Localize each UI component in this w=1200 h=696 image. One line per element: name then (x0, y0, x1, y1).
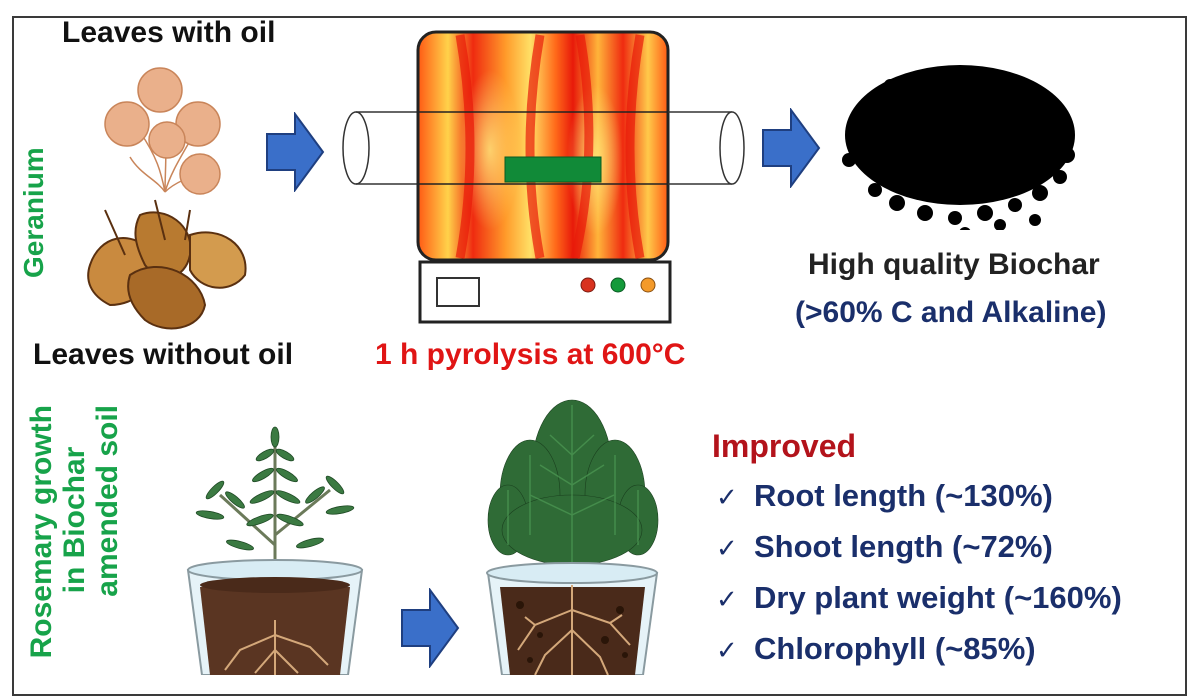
side-label-line-2: in Biochar (58, 446, 91, 594)
improvements-list: ✓ Root length (~130%) ✓ Shoot length (~72%… (716, 471, 1122, 675)
rosemary-plant-large-icon (486, 399, 659, 675)
biochar-title: High quality Biochar (808, 248, 1100, 281)
arrow-right-icon (401, 588, 460, 668)
side-label-line-1: Rosemary growth (25, 405, 58, 659)
arrow-right-icon (762, 108, 821, 188)
checkmark-icon: ✓ (716, 533, 738, 563)
leaves-without-oil-label: Leaves without oil (33, 338, 294, 371)
improved-heading: Improved (712, 428, 857, 464)
improvement-item: ✓ Chlorophyll (~85%) (716, 624, 1122, 675)
checkmark-icon: ✓ (716, 584, 738, 614)
checkmark-icon: ✓ (716, 482, 738, 512)
pyrolysis-label: 1 h pyrolysis at 600°C (375, 338, 686, 371)
improvement-text: Dry plant weight (~160%) (754, 580, 1122, 615)
improvement-text: Shoot length (~72%) (754, 529, 1053, 564)
leaves-with-oil-label: Leaves with oil (62, 16, 276, 49)
side-label-line-3: amended soil (91, 405, 124, 597)
geranium-label: Geranium (18, 147, 49, 278)
checkmark-icon: ✓ (716, 635, 738, 665)
rosemary-plant-small-icon (186, 426, 364, 675)
biochar-subtitle: (>60% C and Alkaline) (795, 296, 1107, 329)
improvement-item: ✓ Root length (~130%) (716, 471, 1122, 522)
improvement-item: ✓ Dry plant weight (~160%) (716, 573, 1122, 624)
geranium-leaves-icon (104, 67, 221, 195)
improvement-item: ✓ Shoot length (~72%) (716, 522, 1122, 573)
arrow-right-icon (266, 112, 325, 192)
tube-furnace (340, 30, 750, 330)
rosemary-side-label: Rosemary growth in Biochar amended soil (25, 405, 124, 675)
improvement-text: Chlorophyll (~85%) (754, 631, 1036, 666)
biochar-pile-icon (842, 65, 1075, 230)
dry-leaves-icon (87, 199, 247, 330)
improvement-text: Root length (~130%) (754, 478, 1053, 513)
